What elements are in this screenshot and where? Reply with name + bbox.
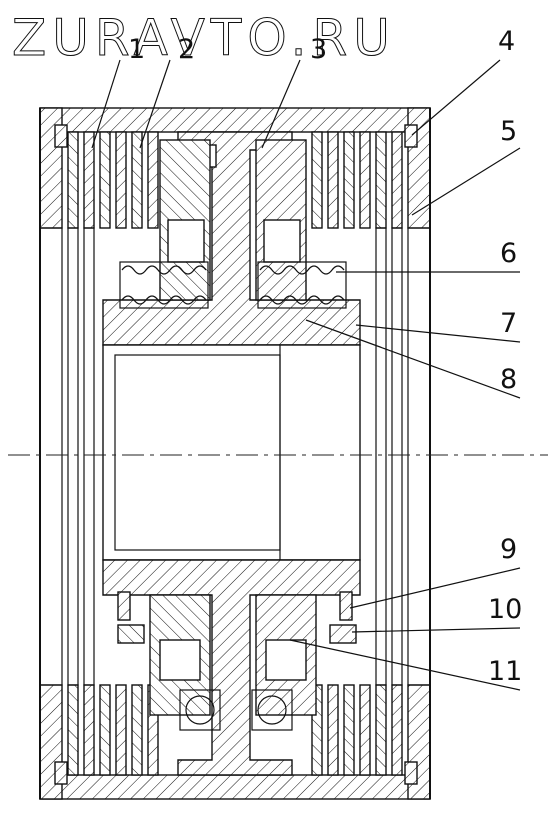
callout-11: 11 <box>488 656 522 687</box>
central-hub-bottom <box>102 559 361 776</box>
bearing-right <box>251 689 293 731</box>
callout-7: 7 <box>500 308 517 339</box>
callout-5: 5 <box>500 116 517 147</box>
callout-8: 8 <box>500 364 517 395</box>
callout-9: 9 <box>500 534 517 565</box>
friction-discs-top-right <box>311 131 403 229</box>
outer-drum <box>39 107 431 800</box>
piston-left-top <box>159 139 211 301</box>
friction-discs-bottom-left <box>67 684 159 776</box>
friction-discs-top-left <box>67 131 159 229</box>
callout-2: 2 <box>178 34 195 65</box>
callout-4: 4 <box>498 26 515 57</box>
callout-1: 1 <box>128 34 145 65</box>
shaft-bore <box>102 344 361 561</box>
snap-rings <box>54 124 418 785</box>
callout-labels: 1 2 3 4 5 6 7 8 9 10 11 <box>128 26 522 687</box>
disc-carrier-plates <box>67 227 403 686</box>
bearing-left <box>179 689 221 731</box>
watermark-text: ZURAVTO.RU <box>12 9 396 67</box>
callout-10: 10 <box>488 594 522 625</box>
friction-discs-bottom-right <box>311 684 403 776</box>
callout-3: 3 <box>310 34 327 65</box>
callout-6: 6 <box>500 238 517 269</box>
piston-right-bottom <box>255 594 317 716</box>
return-springs <box>119 261 347 309</box>
leader-lines <box>91 59 521 691</box>
piston-right-top <box>255 139 307 301</box>
